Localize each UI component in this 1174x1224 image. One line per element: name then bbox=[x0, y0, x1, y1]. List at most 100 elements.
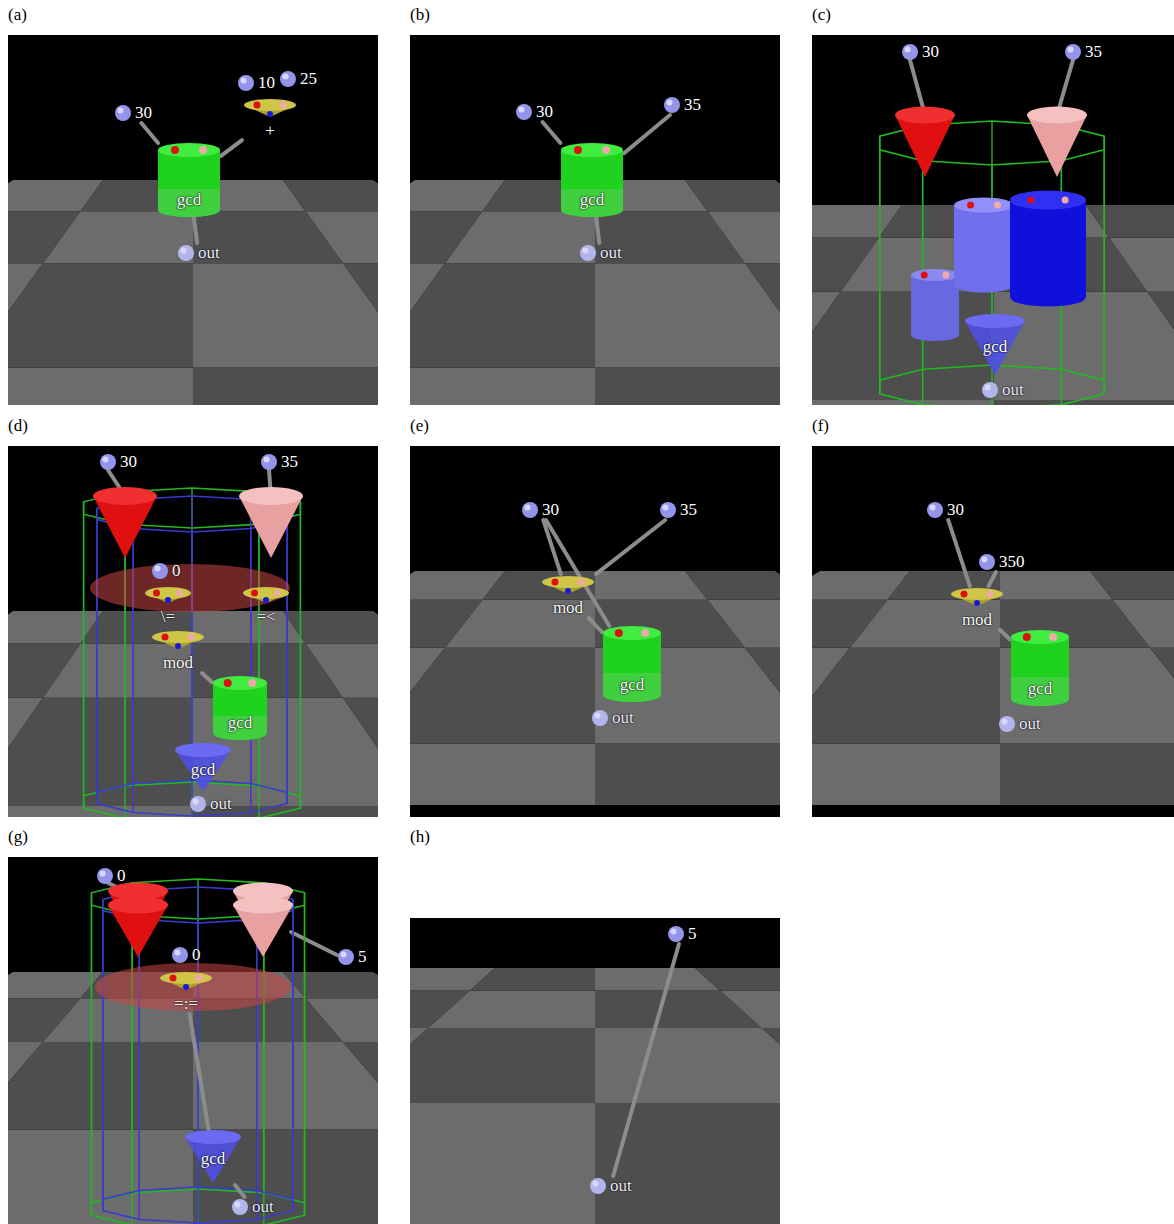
port-dot bbox=[961, 591, 968, 598]
cone-top bbox=[160, 972, 212, 984]
value-sphere: 30 bbox=[515, 102, 553, 122]
operator-cone: mod bbox=[540, 574, 596, 618]
floor-tile bbox=[595, 368, 780, 406]
port-dot bbox=[1049, 633, 1057, 641]
node-label: gcd bbox=[177, 190, 202, 210]
sphere-highlight bbox=[930, 505, 936, 511]
stick-connector bbox=[613, 944, 679, 1176]
gcd-cylinder: gcd bbox=[602, 626, 662, 702]
stick-connector bbox=[202, 673, 212, 682]
gcd-cylinder: gcd bbox=[157, 143, 221, 217]
output-sphere: out bbox=[591, 708, 634, 728]
sphere-body bbox=[100, 454, 116, 470]
floor-tile bbox=[595, 1103, 780, 1224]
sphere-icon bbox=[521, 501, 539, 519]
floor-tile bbox=[283, 180, 378, 211]
port-dot bbox=[176, 590, 183, 597]
sphere-body bbox=[338, 949, 354, 965]
operator-cone: mod bbox=[949, 586, 1005, 630]
checker-floor bbox=[8, 857, 378, 1224]
cone-top bbox=[185, 1130, 241, 1144]
node-label: 30 bbox=[536, 102, 553, 122]
floor-tile bbox=[470, 968, 595, 991]
node-label: 25 bbox=[300, 69, 317, 89]
port-dot bbox=[274, 590, 281, 597]
floor-tile bbox=[8, 368, 193, 406]
node-label: + bbox=[265, 121, 275, 141]
sphere-icon bbox=[114, 104, 132, 122]
floor-tile bbox=[1150, 648, 1174, 744]
node-label: out bbox=[210, 794, 232, 814]
cylinder-body bbox=[1010, 200, 1086, 307]
figure-panel: (c)3035gcdout bbox=[812, 5, 1174, 405]
floor-tile bbox=[762, 1028, 780, 1103]
floor-tile bbox=[43, 211, 193, 263]
sphere-icon bbox=[237, 74, 255, 92]
node-label: mod bbox=[962, 610, 992, 630]
sphere-body bbox=[522, 502, 538, 518]
floor-tile bbox=[720, 991, 780, 1029]
checker-floor bbox=[8, 446, 378, 817]
port-dot bbox=[251, 590, 258, 597]
port-dot bbox=[162, 634, 169, 641]
port-dot bbox=[196, 975, 203, 982]
scene-render bbox=[8, 35, 378, 405]
cylinder-body bbox=[1011, 637, 1069, 706]
sphere-body bbox=[580, 245, 596, 261]
sphere-icon bbox=[189, 795, 207, 813]
wire-prism-edge bbox=[292, 899, 293, 1199]
cylinder-top bbox=[954, 198, 1014, 213]
stick-connector bbox=[1000, 630, 1010, 639]
port-dot bbox=[578, 579, 585, 586]
node-label: out bbox=[198, 243, 220, 263]
sphere-highlight bbox=[283, 74, 289, 80]
stick-connector bbox=[235, 1185, 244, 1197]
port-dot bbox=[994, 202, 1001, 209]
value-sphere: 30 bbox=[99, 452, 137, 472]
sphere-body bbox=[999, 716, 1015, 732]
port-dot bbox=[199, 146, 207, 154]
checker-floor bbox=[410, 35, 780, 405]
sphere-icon bbox=[998, 715, 1016, 733]
cone-top bbox=[965, 314, 1025, 328]
sphere-highlight bbox=[583, 248, 589, 254]
sphere-icon bbox=[99, 453, 117, 471]
sphere-icon bbox=[279, 70, 297, 88]
output-dot bbox=[565, 588, 571, 594]
sphere-body bbox=[97, 868, 113, 884]
sphere-highlight bbox=[100, 871, 106, 877]
sphere-icon bbox=[151, 562, 169, 580]
node-label: 30 bbox=[120, 452, 137, 472]
cylinder-top bbox=[1010, 191, 1086, 210]
value-sphere: 30 bbox=[114, 103, 152, 123]
gcd-cylinder: gcd bbox=[560, 143, 624, 217]
value-sphere: 30 bbox=[901, 42, 939, 62]
panel-letter: (g) bbox=[8, 827, 28, 847]
node-label: out bbox=[610, 1176, 632, 1196]
floor-tile bbox=[1090, 571, 1174, 600]
node-label: 35 bbox=[684, 95, 701, 115]
output-sphere: out bbox=[579, 243, 622, 263]
floor-tile bbox=[283, 611, 378, 644]
cone-top bbox=[244, 99, 296, 111]
floor-tile bbox=[850, 600, 1000, 648]
value-sphere: 30 bbox=[521, 500, 559, 520]
operator-cone: =< bbox=[241, 585, 291, 627]
floor-tile bbox=[8, 698, 193, 806]
cone-top bbox=[951, 588, 1003, 600]
sphere-icon bbox=[659, 501, 677, 519]
value-sphere: 5 bbox=[667, 924, 697, 944]
floor-tile bbox=[1109, 238, 1174, 292]
cylinder-body bbox=[213, 683, 267, 740]
sphere-body bbox=[590, 1178, 606, 1194]
cylinder-top bbox=[561, 143, 623, 157]
floor-tile bbox=[43, 644, 193, 698]
value-sphere: 0 bbox=[151, 561, 181, 581]
output-dot bbox=[183, 984, 189, 990]
port-dot bbox=[248, 679, 256, 687]
sphere-highlight bbox=[1068, 47, 1074, 53]
floor-tile bbox=[8, 1042, 193, 1130]
operator-cone: =:= bbox=[158, 970, 214, 1014]
sphere-body bbox=[982, 382, 998, 398]
cylinder-lower-band bbox=[1011, 677, 1069, 706]
